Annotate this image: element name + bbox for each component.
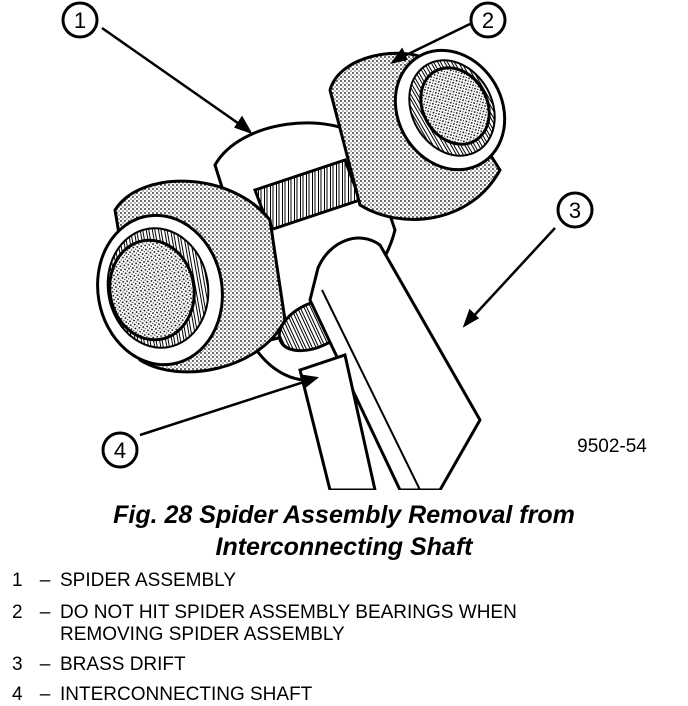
legend-dash: – [39, 684, 51, 705]
legend-item-spider-assembly: 1–SPIDER ASSEMBLY [12, 570, 236, 592]
brass-drift [298, 236, 482, 490]
legend-text: DO NOT HIT SPIDER ASSEMBLY BEARINGS WHEN [60, 602, 517, 623]
callout-4-label: 4 [114, 438, 126, 463]
callout-1-label: 1 [74, 8, 86, 33]
legend-item-interconnecting-shaft: 4–INTERCONNECTING SHAFT [12, 684, 312, 706]
legend-text: SPIDER ASSEMBLY [60, 570, 236, 591]
legend-item-do-not-hit: 2–DO NOT HIT SPIDER ASSEMBLY BEARINGS WH… [12, 602, 517, 646]
figure-caption-line-2: Interconnecting Shaft [215, 533, 473, 561]
legend-number: 1 [12, 570, 23, 591]
legend-number: 3 [12, 654, 23, 675]
callout-3: 3 [556, 191, 594, 229]
callout-2: 2 [469, 1, 507, 39]
callout-1: 1 [61, 1, 99, 39]
callout-4: 4 [101, 431, 139, 469]
legend-dash: – [39, 602, 51, 623]
legend-text: BRASS DRIFT [60, 654, 186, 675]
figure-caption-line-1: Fig. 28 Spider Assembly Removal from [113, 501, 575, 529]
callout-2-label: 2 [482, 8, 494, 33]
callout-3-label: 3 [569, 198, 581, 223]
left-bearing-cap [96, 179, 287, 374]
legend-item-brass-drift: 3–BRASS DRIFT [12, 654, 186, 676]
legend-dash: – [39, 654, 51, 675]
legend-number: 2 [12, 602, 23, 623]
legend-text-continued: REMOVING SPIDER ASSEMBLY [60, 624, 345, 645]
callout-leaders [101, 22, 556, 437]
spider-assembly-illustration: 1 2 3 4 9502-54 [61, 1, 647, 490]
legend-dash: – [39, 570, 51, 591]
upper-bearing-cap [328, 48, 507, 221]
part-number: 9502-54 [577, 436, 647, 457]
legend-number: 4 [12, 684, 23, 705]
legend-text: INTERCONNECTING SHAFT [60, 684, 313, 705]
